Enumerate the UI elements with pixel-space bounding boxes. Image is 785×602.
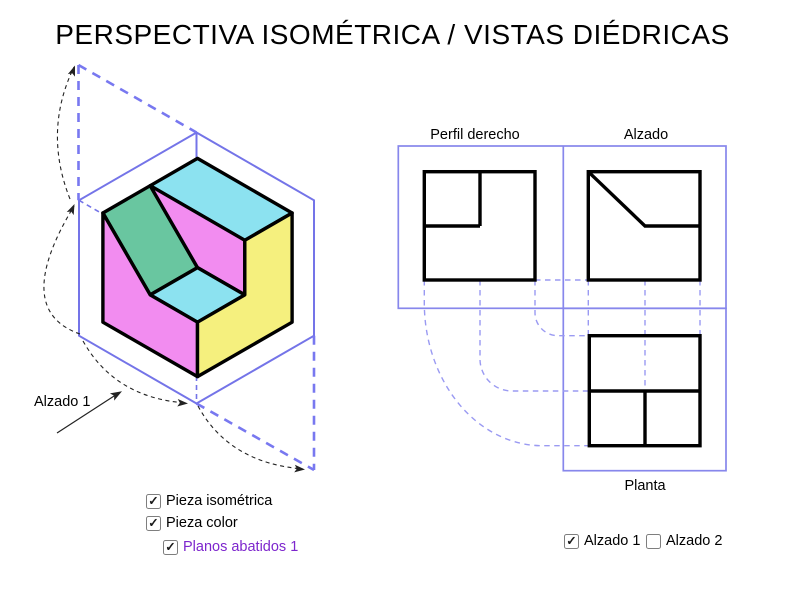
alzado1-pointer-arrow xyxy=(56,391,120,434)
frame-planta xyxy=(562,307,727,472)
projection-arc-middle xyxy=(479,280,590,392)
pointer-arrow-line xyxy=(56,391,120,434)
checkbox-label-pieza-color: Pieza color xyxy=(166,515,238,531)
checkbox-planos-abatidos[interactable]: ✓ xyxy=(163,539,178,555)
arrowhead-bottom-center xyxy=(177,398,188,407)
arc-left-upper xyxy=(56,66,75,200)
checkbox-row-pieza-isometrica[interactable]: ✓ Pieza isométrica xyxy=(146,493,272,509)
label-alzado1-pointer: Alzado 1 xyxy=(34,394,91,410)
arrowhead-apex xyxy=(67,65,75,77)
view-alzado-diagonal xyxy=(587,170,700,228)
frame-perfil-alzado xyxy=(397,145,727,310)
arc-left-lower xyxy=(43,205,81,335)
label-planta: Planta xyxy=(624,478,666,494)
page-title: PERSPECTIVA ISOMÉTRICA / VISTAS DIÉDRICA… xyxy=(55,19,730,50)
projection-lines xyxy=(423,279,701,447)
arc-bottom-right xyxy=(197,405,304,470)
fold-top-left-diagonal xyxy=(77,63,198,134)
fold-bottom-right-diagonal xyxy=(195,402,315,472)
checkbox-label-alzado-2: Alzado 2 xyxy=(666,533,723,549)
label-perfil-derecho: Perfil derecho xyxy=(430,127,520,143)
checkbox-label-pieza-isometrica: Pieza isométrica xyxy=(166,493,273,509)
projection-arc-inner xyxy=(534,280,590,337)
checkbox-row-pieza-color[interactable]: ✓ Pieza color xyxy=(146,515,238,531)
checkbox-alzado-2[interactable] xyxy=(646,533,661,549)
checkbox-pieza-color[interactable]: ✓ xyxy=(146,515,161,531)
checkbox-alzado-1[interactable]: ✓ xyxy=(564,533,579,549)
checkbox-row-alzado-1[interactable]: ✓ Alzado 1 xyxy=(564,533,640,549)
arrowhead-upper-left xyxy=(66,204,75,216)
piece-face-right xyxy=(195,211,294,379)
checkbox-row-planos-abatidos[interactable]: ✓ Planos abatidos 1 xyxy=(163,539,298,555)
arrowhead-bottom-right xyxy=(294,464,305,473)
rotation-arcs xyxy=(43,66,304,470)
checkbox-label-planos-abatidos: Planos abatidos 1 xyxy=(183,539,299,555)
checkbox-label-alzado-1: Alzado 1 xyxy=(584,533,641,549)
checkbox-pieza-isometrica[interactable]: ✓ xyxy=(146,493,161,509)
arc-bottom-left xyxy=(82,340,187,404)
label-alzado: Alzado xyxy=(623,127,669,143)
checkbox-row-alzado-2[interactable]: Alzado 2 xyxy=(646,533,722,549)
pointer-arrowhead xyxy=(109,391,122,401)
projection-arc-outer xyxy=(423,280,590,447)
isometric-piece[interactable] xyxy=(101,156,294,379)
view-frames[interactable] xyxy=(397,145,727,472)
rotation-arc-arrowheads xyxy=(66,65,305,473)
folded-plane-lines xyxy=(77,63,316,472)
orthographic-views[interactable] xyxy=(422,169,702,448)
